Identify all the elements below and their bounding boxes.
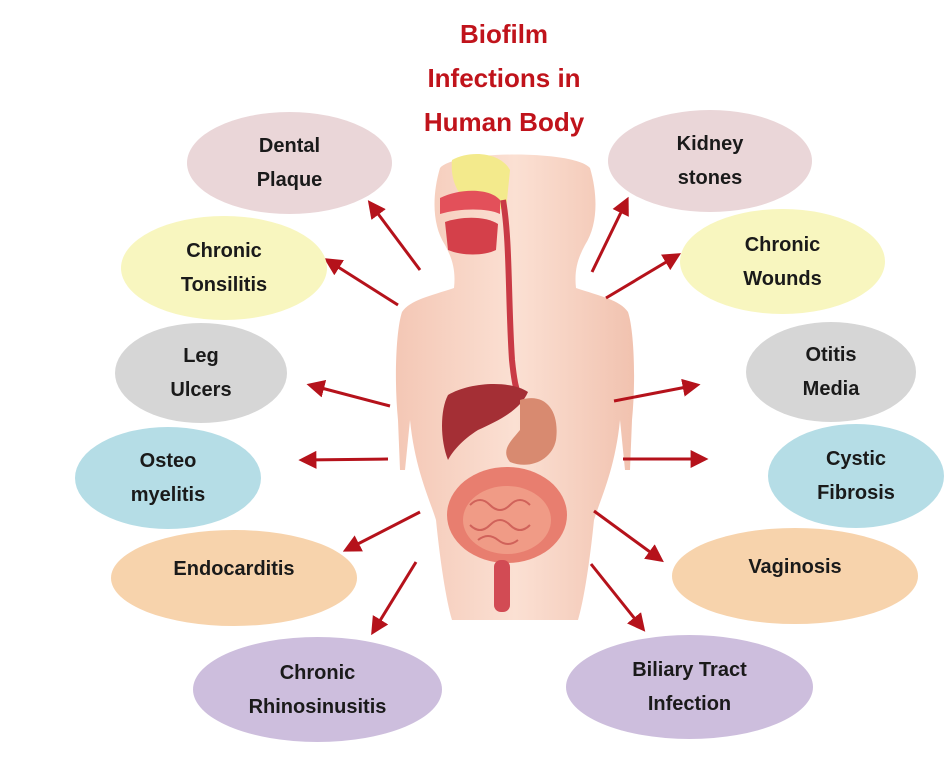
label-dental-plaque: Dental Plaque xyxy=(256,135,323,191)
label-vaginosis: Vaginosis xyxy=(748,556,842,578)
label-chronic-tonsilitis: Chronic Tonsilitis xyxy=(180,240,268,296)
node-chronic-rhinosinusitis: Chronic Rhinosinusitis xyxy=(193,637,442,742)
title-line-2: Infections in xyxy=(427,63,581,93)
node-otitis-media: Otitis Media xyxy=(746,322,916,422)
label-biliary-tract-infection: Biliary Tract Infection xyxy=(632,659,747,715)
title-line-3: Human Body xyxy=(423,107,585,137)
label-endocarditis: Endocarditis xyxy=(173,558,295,580)
stomach-shape xyxy=(506,398,557,465)
title-line-1: Biofilm xyxy=(459,19,549,49)
label-osteomyelitis: Osteo myelitis xyxy=(130,450,206,506)
label-leg-ulcers: Leg Ulcers xyxy=(170,345,232,401)
nasal-cavity xyxy=(440,190,500,214)
label-otitis-media: Otitis Media xyxy=(802,344,860,400)
label-chronic-wounds: Chronic Wounds xyxy=(743,233,822,290)
node-cystic-fibrosis: Cystic Fibrosis xyxy=(768,424,944,528)
node-osteomyelitis: Osteo myelitis xyxy=(75,427,261,529)
intestine-coils xyxy=(469,499,531,545)
liver-shape xyxy=(442,384,528,460)
node-chronic-tonsilitis: Chronic Tonsilitis xyxy=(121,216,327,320)
node-leg-ulcers: Leg Ulcers xyxy=(115,323,287,423)
mouth-shape xyxy=(445,217,498,255)
node-biliary-tract-infection: Biliary Tract Infection xyxy=(566,635,813,739)
node-kidney-stones: Kidney stones xyxy=(608,110,812,212)
rectum xyxy=(494,560,510,612)
label-kidney-stones: Kidney stones xyxy=(676,133,744,189)
node-chronic-wounds: Chronic Wounds xyxy=(680,209,885,314)
label-cystic-fibrosis: Cystic Fibrosis xyxy=(817,448,895,504)
node-vaginosis: Vaginosis xyxy=(672,528,918,624)
node-endocarditis: Endocarditis xyxy=(111,530,357,626)
label-chronic-rhinosinusitis: Chronic Rhinosinusitis xyxy=(248,661,387,718)
node-dental-plaque: Dental Plaque xyxy=(187,112,392,214)
page-title: Biofilm Infections in Human Body xyxy=(395,12,613,144)
